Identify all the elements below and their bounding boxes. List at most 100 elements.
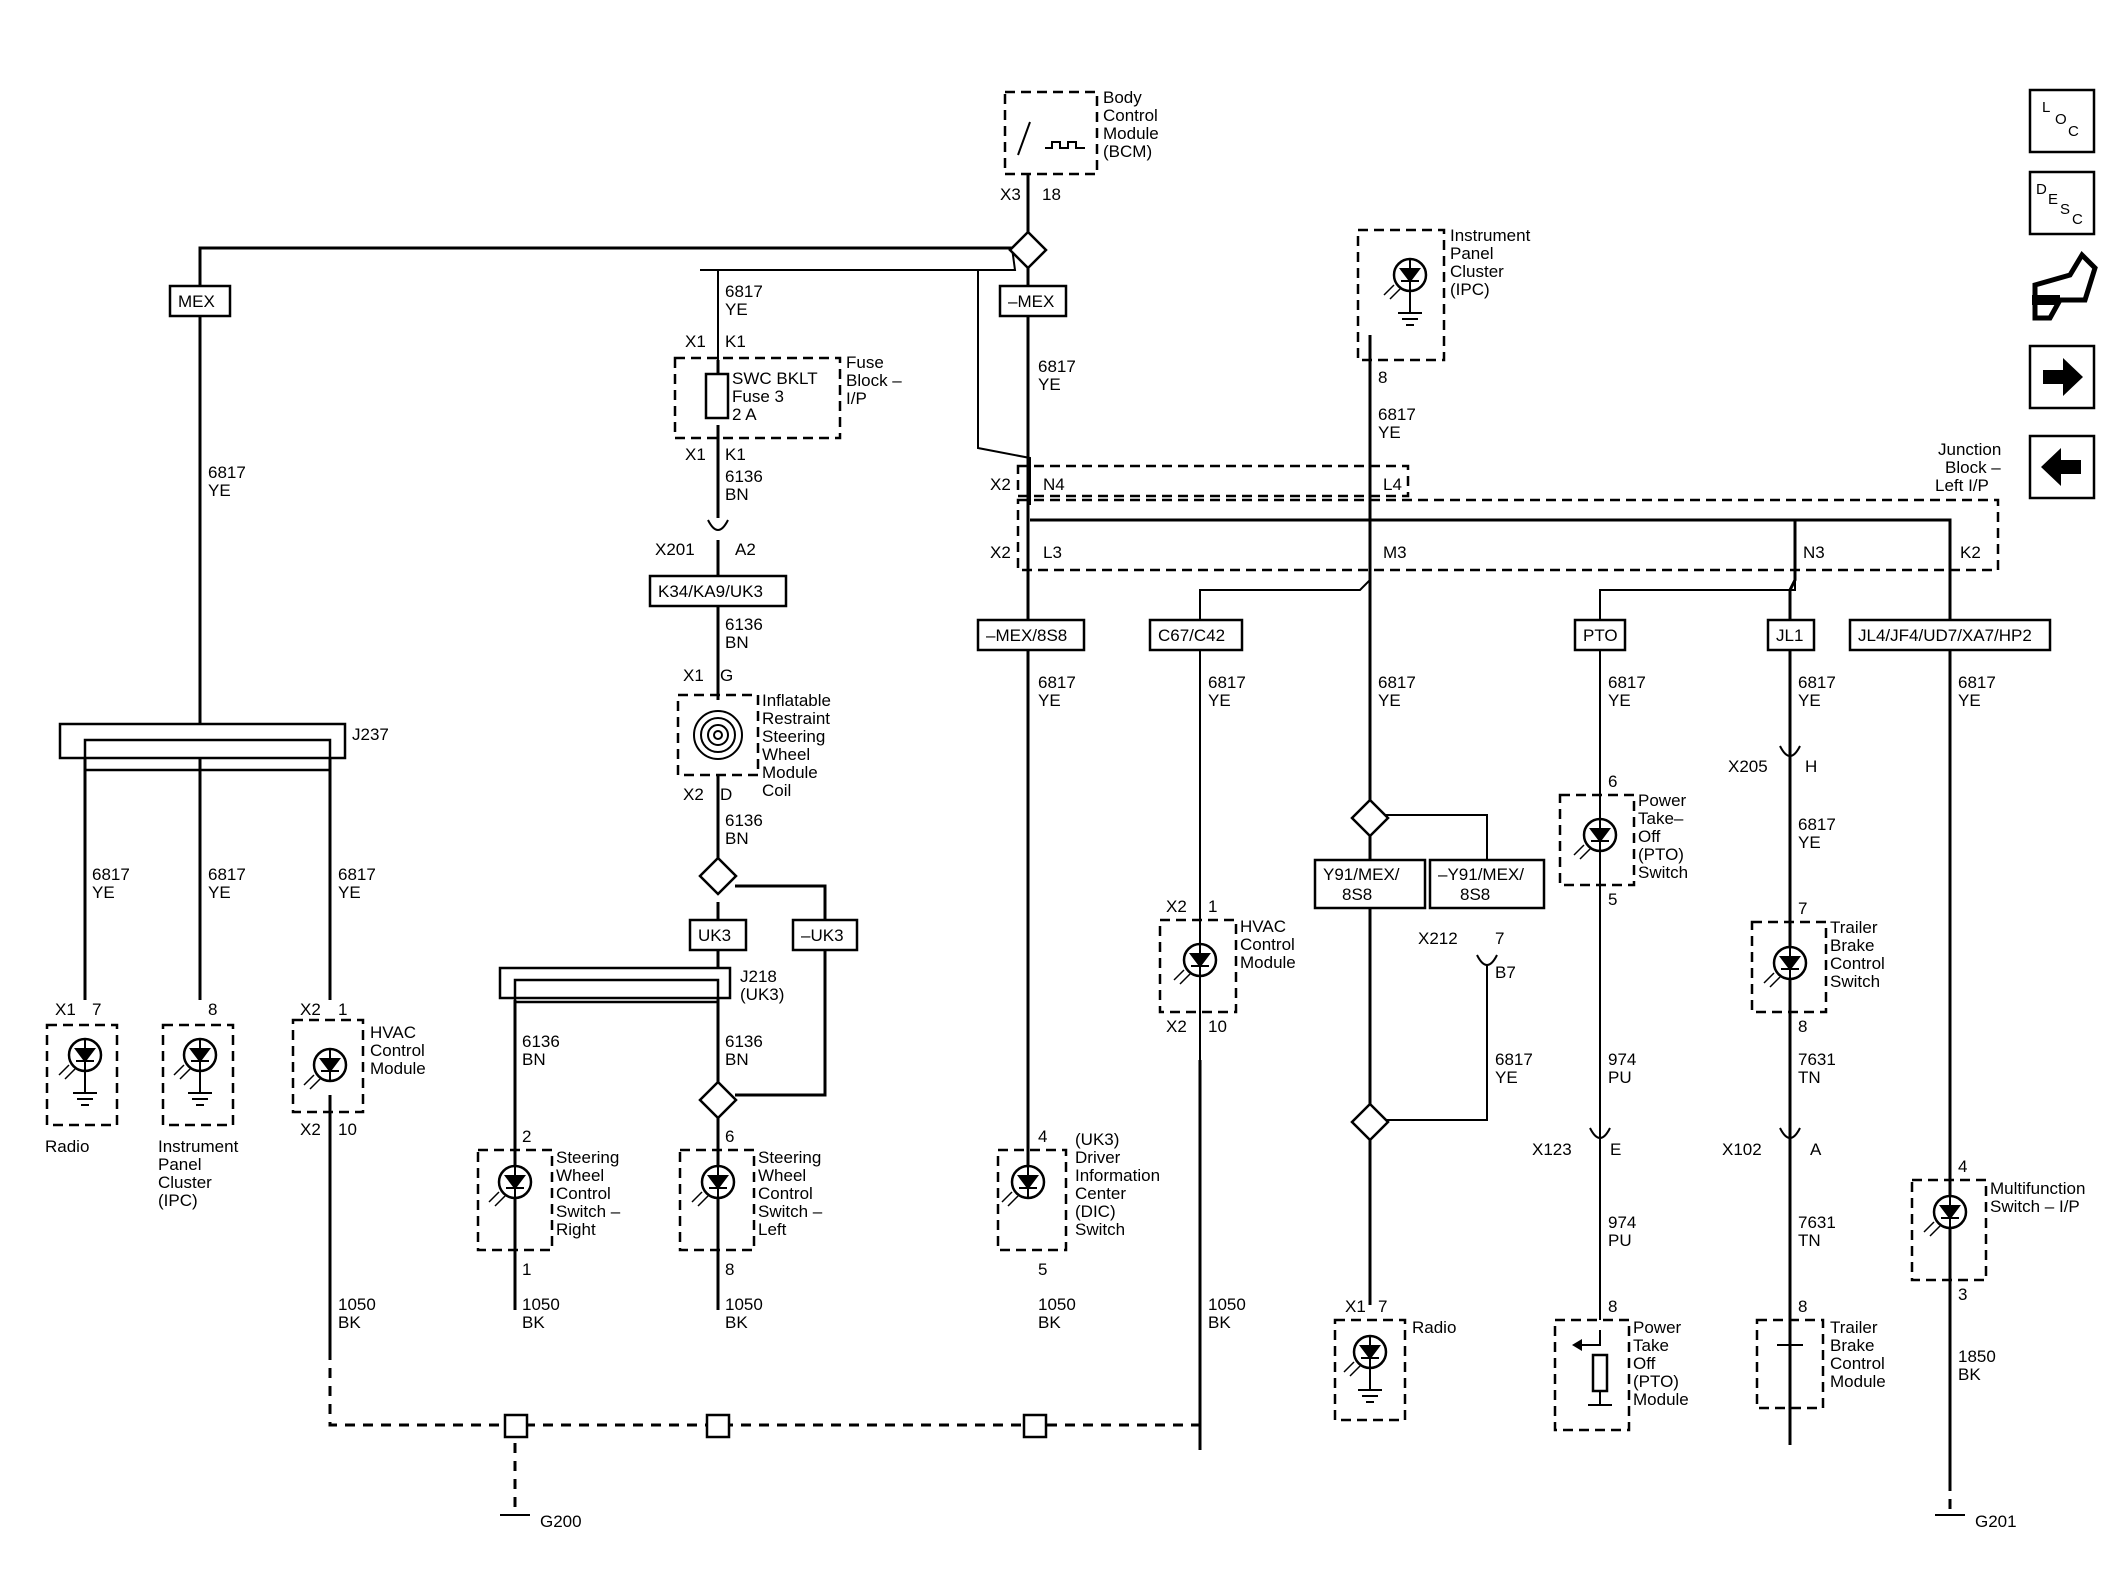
splice-uk3-bottom [698,1080,738,1120]
wire-c67 [1199,520,1371,1060]
wl-11b: BN [725,1050,749,1069]
wl-21b: YE [1608,691,1631,710]
bcm-label-1: Body [1103,88,1142,107]
dic-label-6: Switch [1075,1220,1125,1239]
pin-fuse-k1-top: K1 [725,332,746,351]
pin-h: H [1805,757,1817,776]
arrow-left-icon [2041,448,2081,486]
inflatable-label-2: Restraint [762,709,830,728]
pin-hvac-1: 1 [338,1000,347,1019]
location-button[interactable]: L O C [2028,88,2096,154]
connector-button[interactable] [2032,250,2098,321]
fuse-block: SWC BKLT Fuse 3 2 A Fuse Block – I/P X1 … [673,332,902,464]
description-button[interactable]: D E S C [2028,170,2096,236]
option-c67: C67/C42 [1158,626,1225,645]
ground-g201-label: G201 [1975,1512,2017,1531]
led-hvac-left [303,1047,348,1090]
ipc-left-label-1: Instrument [158,1137,239,1156]
arrow-right-icon [2043,358,2083,396]
wire-mex-branch [198,246,1012,740]
trailer-switch: 7 8 Trailer Brake Control Switch [1750,899,1885,1036]
next-page-button[interactable] [2028,344,2096,410]
fuse-label-1: SWC BKLT [732,369,818,388]
mf-label-1: Multifunction [1990,1179,2085,1198]
tbm-label-1: Trailer [1830,1318,1878,1337]
pin-tbm-8: 8 [1798,1297,1807,1316]
tbm-label-2: Brake [1830,1336,1874,1355]
wl-22a: 6817 [1798,673,1836,692]
hvac-mid: X2 1 X2 10 HVAC Control Module [1158,897,1296,1036]
pin-ipc-8: 8 [208,1000,217,1019]
splice-j218-label-2: (UK3) [740,985,784,1004]
wl-5b: BN [725,633,749,652]
dic-label-3: Information [1075,1166,1160,1185]
ground-node-3 [1022,1413,1048,1439]
wl-9b: YE [338,883,361,902]
wl-21a: 6817 [1608,673,1646,692]
fuse-label-3: 2 A [732,405,757,424]
swcr-label-2: Wheel [556,1166,604,1185]
pin-swcr-2: 2 [522,1127,531,1146]
swcl-label-2: Wheel [758,1166,806,1185]
tbs-label-4: Switch [1830,972,1880,991]
option-not-uk3: –UK3 [801,926,844,945]
option-k34: K34/KA9/UK3 [658,582,763,601]
option-jl1-box [1766,618,1816,652]
pin-hvacm-x2-top: X2 [1166,897,1187,916]
tbs-label-2: Brake [1830,936,1874,955]
option-not-mex-8s8: –MEX/8S8 [986,626,1067,645]
option-not-mex-box [998,284,1068,318]
ground-g200: G200 [500,1512,582,1531]
pin-dic-5: 5 [1038,1260,1047,1279]
desc-e: E [2048,191,2058,208]
splice-pack-j218: J218 (UK3) [498,966,784,1004]
fuse-block-label-2: Block – [846,371,902,390]
pin-a2: A2 [735,540,756,559]
wire-to-junction [700,269,1031,505]
option-k34-box [648,574,788,608]
ipc-left: 8 Instrument Panel Cluster (IPC) [158,1000,239,1210]
led-ipc-top [1383,257,1428,326]
wl-22b: YE [1798,691,1821,710]
ipc-top: 8 Instrument Panel Cluster (IPC) [1356,226,1531,387]
pin-x212-7: 7 [1495,929,1504,948]
splices [503,230,1390,1439]
splice-y91-bottom [1350,1102,1390,1142]
option-not-mex: –MEX [1008,292,1054,311]
option-y91-box [1313,858,1427,910]
splice-uk3-top [698,856,738,896]
option-mex: MEX [178,292,215,311]
pin-l3: L3 [1043,543,1062,562]
ground-g200-label: G200 [540,1512,582,1531]
wl-27a: 974 [1608,1213,1636,1232]
swc-left: 6 8 Steering Wheel Control Switch – Left [678,1127,823,1279]
dic-label-2: Driver [1075,1148,1121,1167]
ipc-left-label-2: Panel [158,1155,201,1174]
wl-2a: 6817 [208,463,246,482]
pin-dic-4: 4 [1038,1127,1047,1146]
wl-4a: 6136 [725,467,763,486]
tbs-label-1: Trailer [1830,918,1878,937]
prev-page-button[interactable] [2028,434,2096,500]
wl-24a: 6817 [1798,815,1836,834]
ptom-label-3: Off [1633,1354,1656,1373]
pin-mf-3: 3 [1958,1285,1967,1304]
option-mex-box [168,284,232,318]
wl-14b: BK [725,1313,748,1332]
pin-fuse-x1-top: X1 [685,332,706,351]
wl-13a: 1050 [522,1295,560,1314]
ipc-left-label-3: Cluster [158,1173,212,1192]
ground-g201: G201 [1935,1512,2017,1531]
desc-s: S [2060,201,2070,218]
ptos-label-2: Take– [1638,809,1684,828]
ptos-label-1: Power [1638,791,1687,810]
pin-ptom-8: 8 [1608,1297,1617,1316]
tbs-label-3: Control [1830,954,1885,973]
inflatable-label-1: Inflatable [762,691,831,710]
pin-hvacm-1: 1 [1208,897,1217,916]
mf-label-2: Switch – I/P [1990,1197,2080,1216]
led-multifunction [1923,1194,1968,1237]
radio-right-label: Radio [1412,1318,1456,1337]
option-not-mex-8s8-box [976,618,1086,652]
